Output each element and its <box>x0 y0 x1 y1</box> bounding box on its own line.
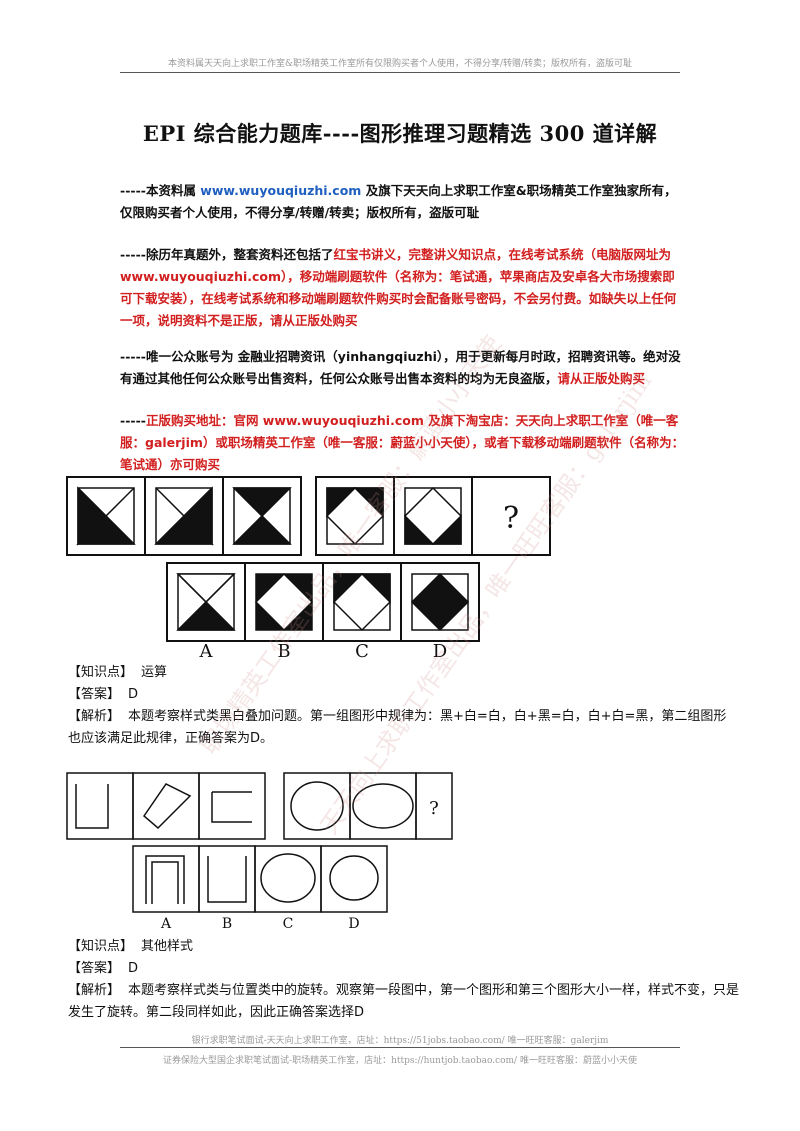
q2-option-a-label: A <box>160 916 172 932</box>
q2-answer: 【答案】D <box>68 961 139 976</box>
q2-option-b-label: B <box>222 916 232 932</box>
q2-question-mark: ? <box>429 798 439 819</box>
q1-option-d-figure <box>410 572 470 632</box>
intro-paragraph-4: -----正版购买地址：官网 www.wuyouqiuzhi.com 及旗下淘宝… <box>120 413 685 472</box>
q1-question-mark: ? <box>503 501 519 536</box>
q2-option-d-box <box>320 845 388 913</box>
q2-option-d-figure <box>329 855 379 901</box>
q1-option-b-label: B <box>277 641 290 662</box>
q2-analysis: 【解析】本题考察样式类与位置类中的旋转。观察第一段图中，第一个图形和第三个图形大… <box>68 983 740 1020</box>
q1-cell-3 <box>222 476 302 556</box>
q1-figure: ? A B C D <box>66 476 551 662</box>
q1-knowledge: 【知识点】运算 <box>68 665 168 680</box>
q2-option-c-figure <box>260 853 316 903</box>
q2-figure-3 <box>211 791 252 823</box>
q2-figure-1 <box>75 784 109 829</box>
page-header: 本资料属天天向上求职工作室&职场精英工作室所有仅限购买者个人使用，不得分享/转赠… <box>167 59 633 69</box>
intro-paragraph-1: -----本资料属 www.wuyouqiuzhi.com 及旗下天天向上求职工… <box>120 183 677 220</box>
q1-figure-5 <box>403 486 463 546</box>
q1-option-b-figure <box>254 572 314 632</box>
footer-divider <box>120 1047 680 1048</box>
q2-option-d-label: D <box>348 916 359 932</box>
q2-option-a-figure <box>145 855 185 904</box>
q2-option-c-label: C <box>283 916 294 932</box>
intro-paragraph-3: -----唯一公众账号为 金融业招聘资讯（yinhangqiuzhi），用于更新… <box>120 349 681 386</box>
q1-figure-4 <box>325 486 385 546</box>
page-title: EPI 综合能力题库----图形推理习题精选 300 道详解 <box>142 121 658 146</box>
q1-option-d-label: D <box>433 641 447 662</box>
q1-figure-3 <box>232 487 292 545</box>
q1-answer: 【答案】D <box>68 687 139 702</box>
q1-option-a-label: A <box>199 641 214 662</box>
q2-figure-4 <box>290 781 344 831</box>
q1-figure-1 <box>76 486 136 546</box>
q1-analysis: 【解析】本题考察样式类黑白叠加问题。第一组图形中规律为：黑+白=白，白+黑=白，… <box>68 709 727 746</box>
q2-cell-3 <box>198 772 266 840</box>
q2-cell-6 <box>415 772 453 840</box>
site-link[interactable]: www.wuyouqiuzhi.com <box>200 183 362 198</box>
footer-shop-2: 证券保险大型国企求职笔试面试-职场精英工作室，店址：https://huntjo… <box>163 1056 637 1066</box>
q2-option-b-figure <box>207 856 247 903</box>
q2-cell-1 <box>66 772 134 840</box>
q1-option-a-figure <box>176 573 236 631</box>
q2-figure-5 <box>352 783 414 829</box>
intro-paragraph-2: -----除历年真题外，整套资料还包括了红宝书讲义，完整讲义知识点，在线考试系统… <box>120 247 677 328</box>
q2-figure: ? A B C D <box>66 772 453 932</box>
footer-shop-1: 银行求职笔试面试-天天向上求职工作室，店址：https://51jobs.tao… <box>191 1036 609 1046</box>
q2-figure-2 <box>143 783 192 830</box>
q1-option-c-figure <box>332 572 392 632</box>
q2-cell-2 <box>132 772 200 840</box>
q1-cell-6 <box>471 476 551 556</box>
header-divider <box>120 72 680 73</box>
q1-option-c-label: C <box>355 641 369 662</box>
q1-option-d-box <box>400 562 480 642</box>
q2-knowledge: 【知识点】其他样式 <box>68 939 194 954</box>
q1-figure-2 <box>154 486 214 546</box>
